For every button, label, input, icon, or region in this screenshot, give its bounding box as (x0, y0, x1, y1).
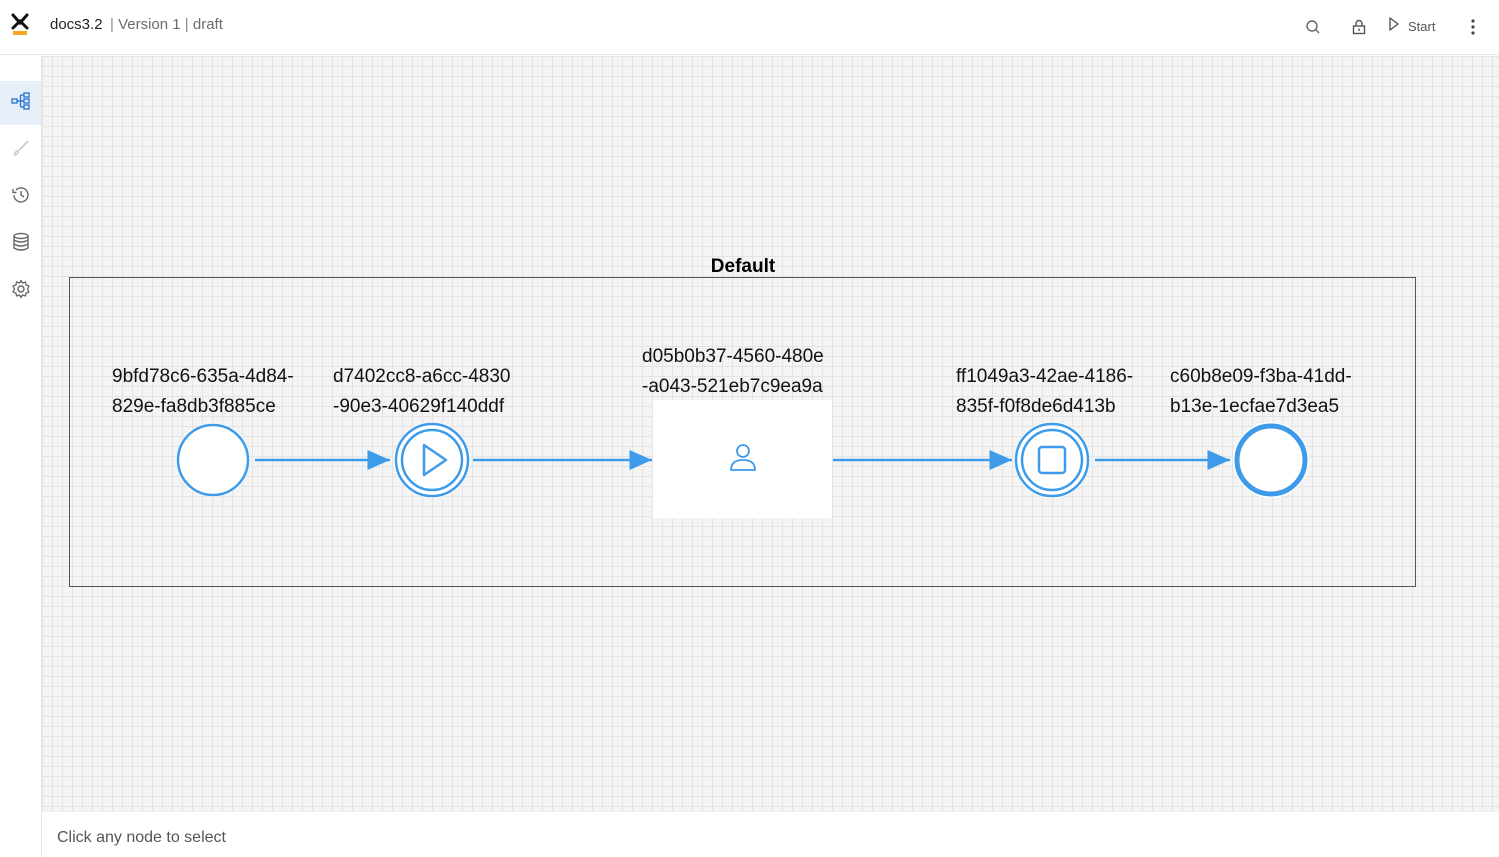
pool-default[interactable] (69, 277, 1416, 587)
node-label: c60b8e09-f3ba-41dd- b13e-1ecfae7d3ea5 (1170, 366, 1352, 417)
database-icon (12, 232, 30, 257)
history-icon (11, 186, 31, 209)
status-label: draft (192, 16, 223, 33)
node-label: d7402cc8-a6cc-4830 -90e3-40629f140ddf (333, 366, 511, 417)
sidebar-item-settings[interactable] (0, 269, 41, 313)
start-event-node[interactable] (176, 423, 250, 497)
pool-title: Default (710, 256, 776, 277)
stop-icon (1037, 445, 1067, 475)
sidebar-item-database[interactable] (0, 222, 41, 266)
settings-icon (11, 279, 31, 304)
node-label: d05b0b37-4560-480e -a043-521eb7c9ea9a (642, 346, 824, 397)
status-text: Click any node to select (57, 829, 226, 846)
logo-x-icon[interactable] (9, 13, 31, 37)
version-info: | Version 1 | draft (110, 16, 223, 33)
user-icon (726, 440, 760, 479)
top-bar: docs3.2 | Version 1 | draft Start (0, 0, 1499, 55)
app-name: docs3.2 (50, 16, 103, 33)
play-icon (422, 443, 448, 477)
brush-icon (12, 139, 30, 162)
separator: | (184, 16, 189, 33)
search-icon[interactable] (1301, 15, 1325, 39)
play-icon (1388, 16, 1400, 37)
process-tree-icon (10, 91, 31, 115)
sidebar (0, 56, 42, 857)
lock-icon[interactable] (1347, 15, 1371, 39)
end-event-node[interactable] (1233, 422, 1309, 498)
more-vertical-icon[interactable] (1461, 15, 1485, 39)
version-label: Version 1 (118, 16, 181, 33)
node-label: ff1049a3-42ae-4186- 835f-f0f8de6d413b (956, 366, 1134, 417)
sidebar-item-process[interactable] (0, 81, 41, 125)
sidebar-item-history[interactable] (0, 175, 41, 219)
separator: | (110, 16, 114, 33)
node-label: 9bfd78c6-635a-4d84- 829e-fa8db3f885ce (112, 366, 294, 417)
user-task-node[interactable] (653, 400, 832, 518)
status-bar: Click any node to select (42, 811, 1499, 857)
intermediate-event-play-node[interactable] (394, 422, 470, 498)
sidebar-item-brush[interactable] (0, 128, 41, 172)
start-label: Start (1408, 18, 1436, 34)
intermediate-event-stop-node[interactable] (1014, 422, 1090, 498)
start-button[interactable]: Start (1388, 13, 1435, 39)
